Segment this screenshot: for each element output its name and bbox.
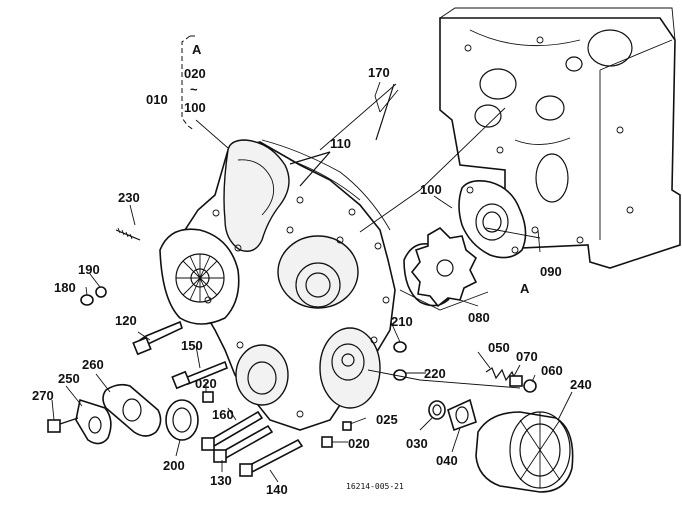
callout-150: 150	[181, 338, 203, 353]
callout-130: 130	[210, 473, 232, 488]
callout-180: 180	[54, 280, 76, 295]
callout-220: 220	[424, 366, 446, 381]
callout-190: 190	[78, 262, 100, 277]
callout-060: 060	[541, 363, 563, 378]
drawing-number: 16214-005-21	[346, 482, 404, 491]
right-parts	[321, 341, 574, 493]
callout-025: 025	[376, 412, 398, 427]
callout-200: 200	[163, 458, 185, 473]
callout-020-upper: 020	[195, 376, 217, 391]
gasket-110	[261, 139, 391, 231]
range-start-label: 020	[184, 66, 206, 81]
callout-160: 160	[212, 407, 234, 422]
callout-210: 210	[391, 314, 413, 329]
engine-block	[439, 7, 681, 269]
gear-case-cover	[159, 139, 396, 431]
range-bracket	[181, 35, 196, 131]
ref-label-a-engine: A	[520, 281, 530, 296]
callout-020-lower: 020	[348, 436, 370, 451]
oil-pump-rotor	[403, 226, 478, 308]
range-end-label: 100	[184, 100, 206, 115]
callout-140: 140	[266, 482, 288, 497]
callout-040: 040	[436, 453, 458, 468]
callout-270: 270	[32, 388, 54, 403]
callout-050: 050	[488, 340, 510, 355]
callout-030: 030	[406, 436, 428, 451]
callout-090: 090	[540, 264, 562, 279]
callout-080: 080	[468, 310, 490, 325]
callout-260: 260	[82, 357, 104, 372]
callout-120: 120	[115, 313, 137, 328]
left-parts	[47, 227, 304, 477]
callout-100: 100	[420, 182, 442, 197]
callout-070: 070	[516, 349, 538, 364]
callout-010: 010	[146, 92, 168, 107]
callout-labels: A 020 ~ 100 A 010 170 110 230 100 090 19…	[32, 42, 592, 497]
oil-pump-body	[458, 180, 527, 259]
leader-lines	[51, 81, 573, 483]
callout-250: 250	[58, 371, 80, 386]
callout-240: 240	[570, 377, 592, 392]
callout-170: 170	[368, 65, 390, 80]
range-tilde-label: ~	[190, 82, 198, 97]
ref-label-a: A	[192, 42, 202, 57]
callout-110: 110	[330, 136, 351, 151]
callout-230: 230	[118, 190, 140, 205]
